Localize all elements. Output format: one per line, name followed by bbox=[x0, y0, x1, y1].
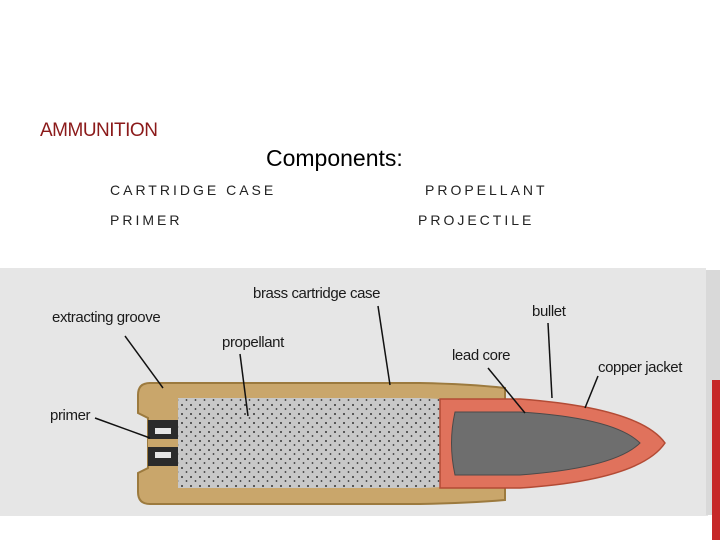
component-cartridge-case: CARTRIDGE CASE bbox=[110, 182, 277, 198]
right-edge-accent bbox=[712, 380, 720, 540]
leader-lines bbox=[94, 305, 599, 439]
component-projectile: PROJECTILE bbox=[418, 212, 535, 228]
label-brass-cartridge-case: brass cartridge case bbox=[253, 285, 380, 302]
label-bullet: bullet bbox=[532, 303, 567, 320]
propellant-grains bbox=[178, 398, 480, 488]
right-edge-white bbox=[706, 0, 720, 270]
label-extracting-groove: extracting groove bbox=[52, 309, 160, 326]
label-copper-jacket: copper jacket bbox=[598, 359, 683, 376]
slide-subtitle: Components: bbox=[266, 145, 403, 171]
label-lead-core: lead core bbox=[452, 347, 510, 364]
label-propellant: propellant bbox=[222, 334, 285, 351]
component-primer: PRIMER bbox=[110, 212, 183, 228]
component-propellant: PROPELLANT bbox=[425, 182, 548, 198]
slide-title: AMMUNITION bbox=[40, 120, 158, 141]
label-primer: primer bbox=[50, 407, 91, 424]
cartridge-diagram: extracting groove brass cartridge case b… bbox=[0, 268, 708, 516]
lead-core-shape bbox=[451, 411, 641, 476]
